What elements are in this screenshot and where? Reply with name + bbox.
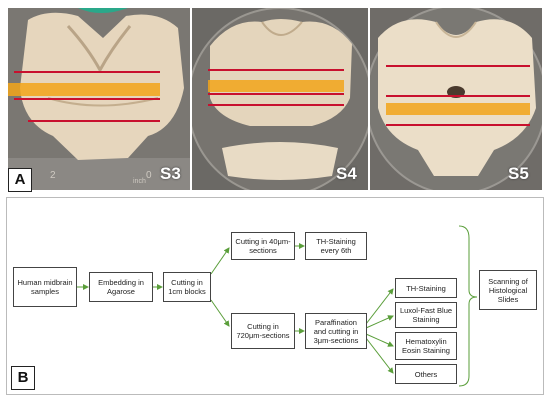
node-th-staining: TH-Staining [395,278,457,298]
ruler-unit: inch [133,178,146,185]
ruler-digit: 2 [50,170,56,181]
sample-label: S4 [336,164,357,183]
node-luxol-fast-blue: Luxol-Fast Blue Staining [395,302,457,328]
photo-sample-s4: S4 [192,8,368,190]
sample-label: S5 [508,164,529,183]
flow-arrows [77,225,478,387]
sample-label: S3 [160,164,181,183]
node-cutting-blocks: Cutting in 1cm blocks [163,272,211,302]
ruler-digit: 0 [146,170,152,181]
node-cutting-720um: Cutting in 720μm-sections [231,313,295,349]
cut-lines-s3 [8,71,160,122]
panel-label-a: A [8,168,32,192]
node-hematoxylin-eosin: Hematoxylin Eosin Staining [395,332,457,360]
node-others: Others [395,364,457,384]
panel-label-b: B [11,366,35,390]
photo-sample-s5: S5 [370,8,542,190]
node-scanning: Scanning of Histological Slides [479,270,537,310]
photo-sample-s3: S3 2 inch 0 [8,8,190,190]
cut-lines-s5 [386,65,530,126]
node-cutting-40um: Cutting in 40μm-sections [231,232,295,260]
node-human-midbrain: Human midbrain samples [13,267,77,307]
node-th-every-6th: TH-Staining every 6th [305,232,367,260]
node-paraffination: Paraffination and cutting in 3μm-section… [305,313,367,349]
cut-lines-s4 [208,69,344,106]
flowchart-panel: Human midbrain samples Embedding in Agar… [6,197,544,395]
node-embedding: Embedding in Agarose [89,272,153,302]
